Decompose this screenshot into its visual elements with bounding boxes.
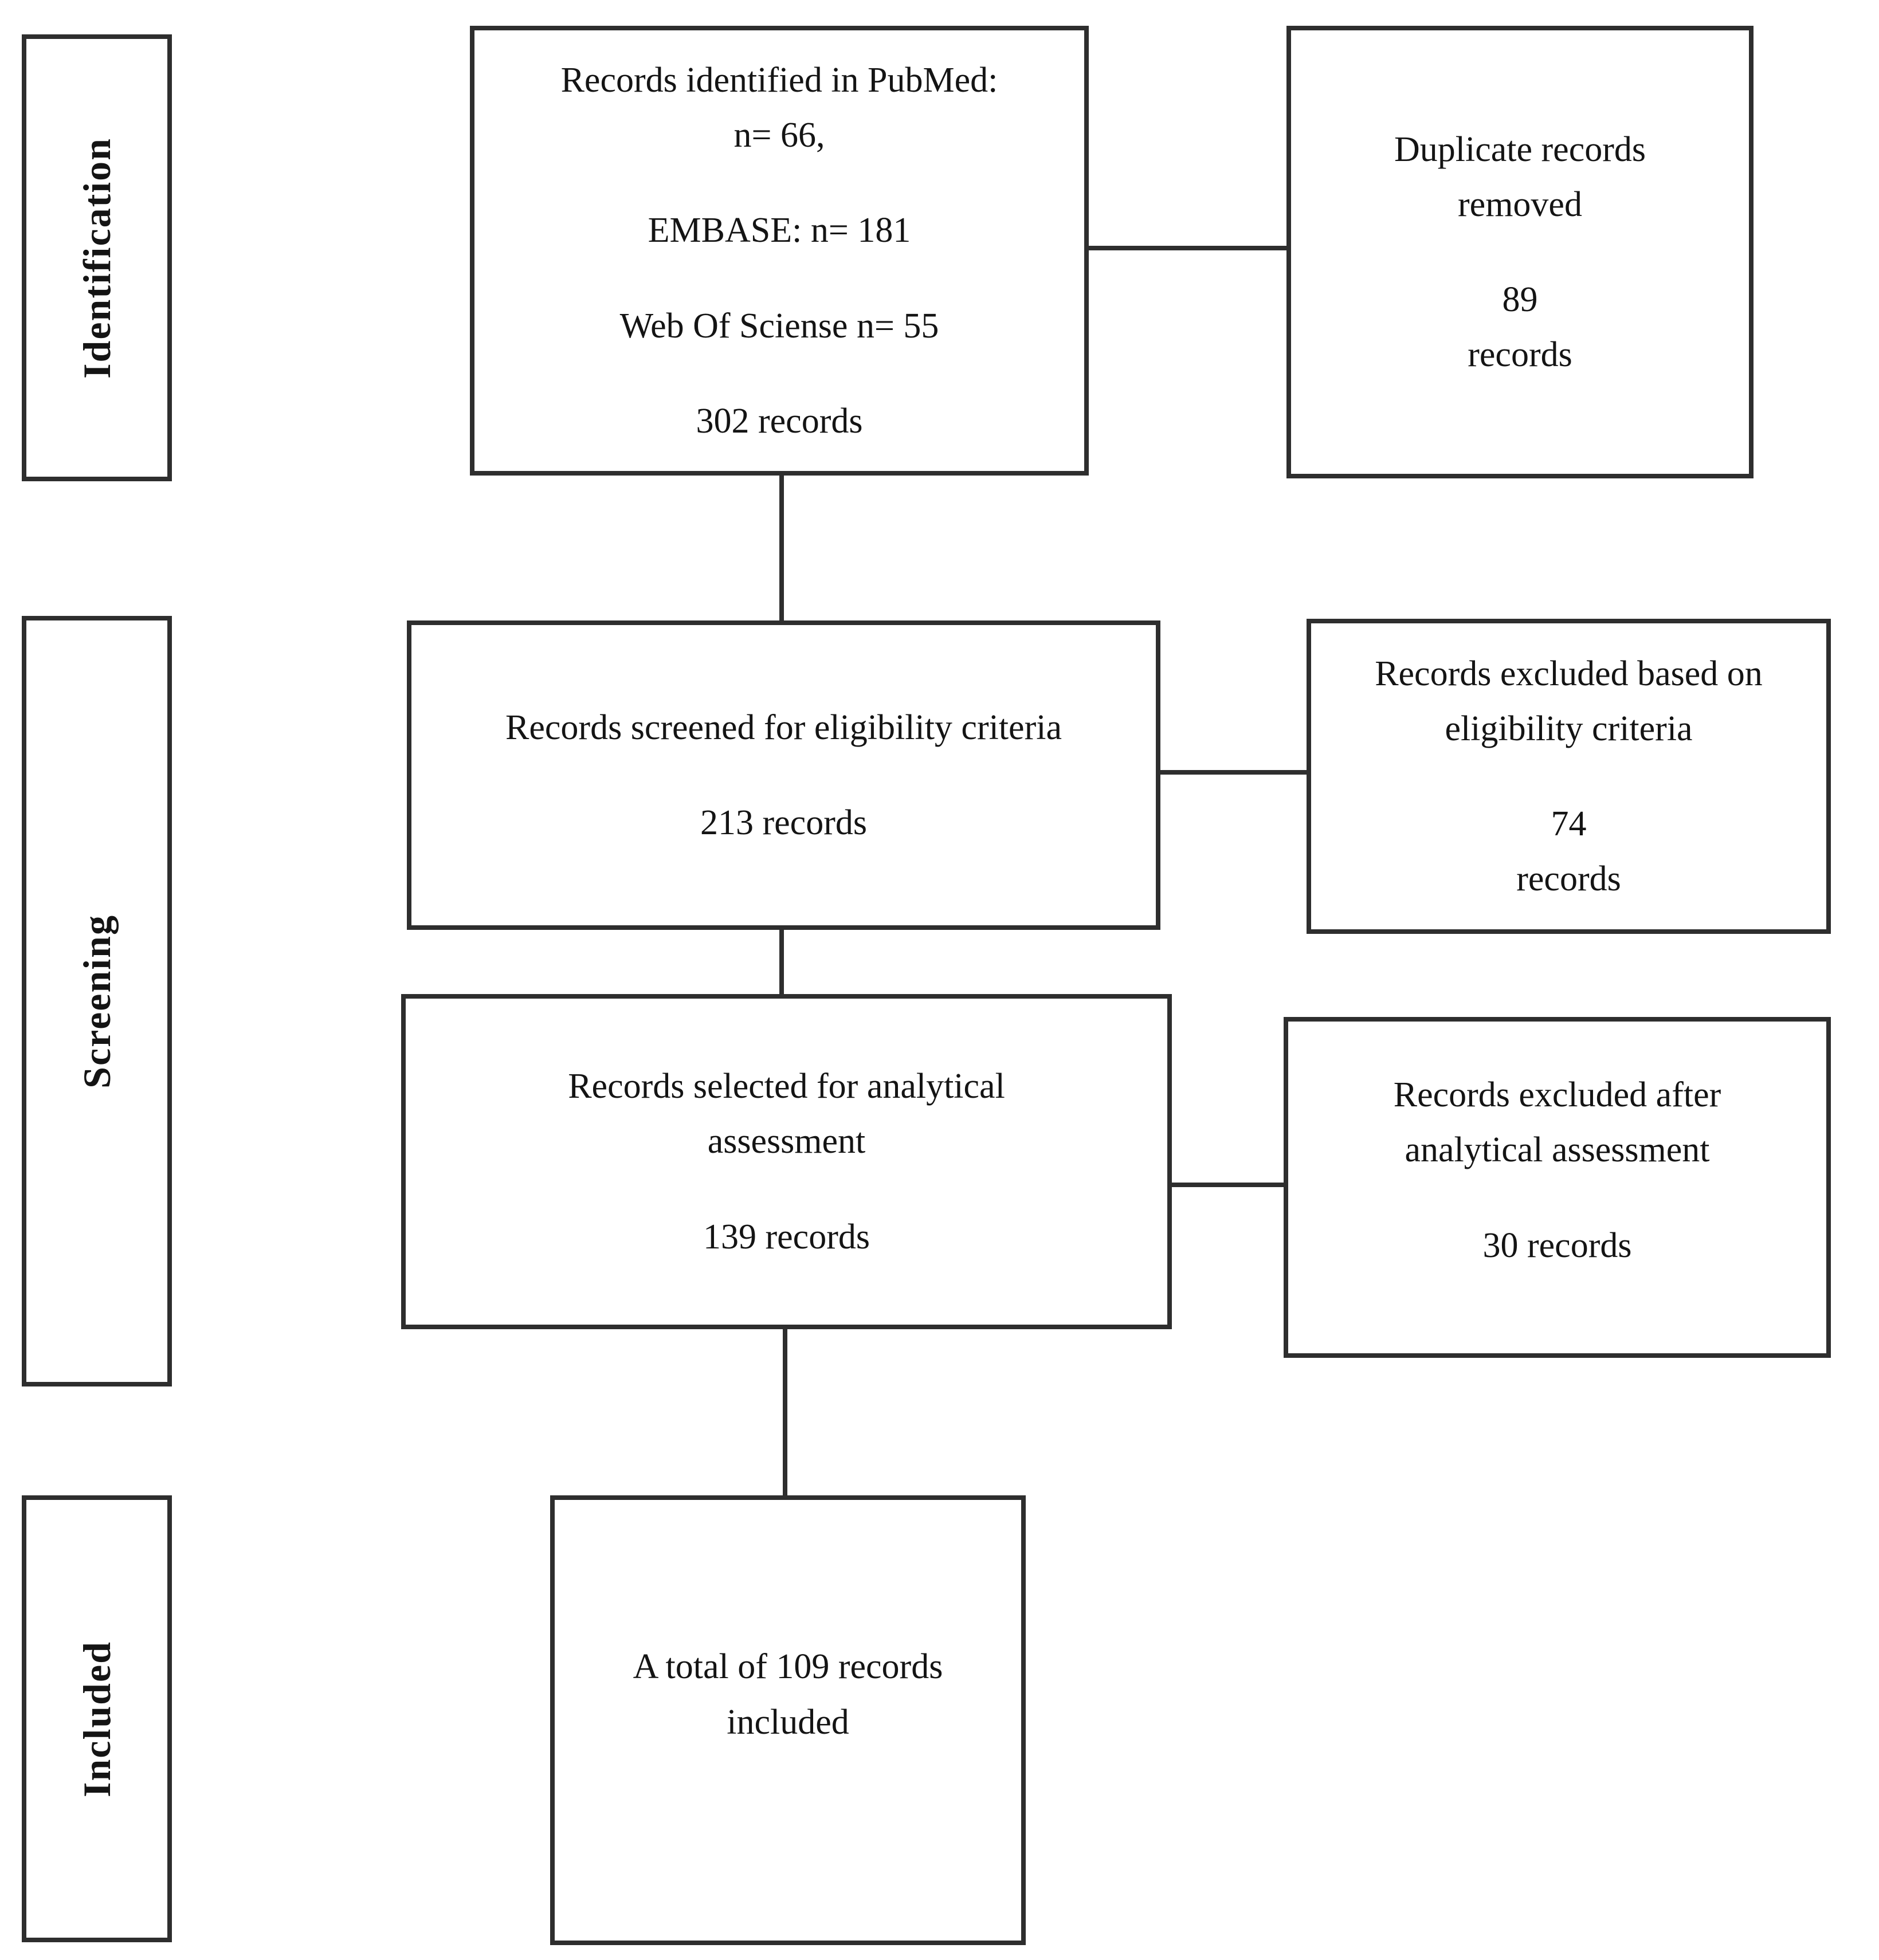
identified-source-web-of-science: Web Of Sciense n= 55 <box>619 306 939 345</box>
connector-identified-to-screened <box>779 474 784 622</box>
node-records-selected: Records selected for analytical assessme… <box>401 994 1172 1329</box>
node-records-identified: Records identified in PubMed: n= 66, EMB… <box>470 26 1089 476</box>
screened-title: Records screened for eligibility criteri… <box>505 708 1062 747</box>
selected-count: 139 records <box>703 1217 870 1256</box>
excluded-analytical-count: 30 records <box>1482 1226 1632 1265</box>
node-excluded-analytical: Records excluded after analytical assess… <box>1284 1017 1831 1358</box>
identified-source-pubmed-count: n= 66, <box>733 116 825 155</box>
stage-label-included: Included <box>74 1640 119 1797</box>
stage-box-included: Included <box>22 1495 172 1942</box>
identified-total-count: 302 records <box>696 401 863 441</box>
screened-count: 213 records <box>700 803 867 842</box>
connector-selected-to-included <box>783 1326 787 1496</box>
connector-screened-to-excluded-eligibility <box>1158 770 1310 775</box>
excluded-analytical-title: Records excluded after analytical assess… <box>1393 1075 1721 1170</box>
node-records-included: A total of 109 records included <box>550 1495 1026 1945</box>
duplicates-count: 89 <box>1502 280 1538 319</box>
connector-selected-to-excluded-analytical <box>1169 1183 1287 1187</box>
selected-title: Records selected for analytical assessme… <box>568 1067 1005 1161</box>
node-duplicates-removed: Duplicate records removed 89 records <box>1286 26 1754 478</box>
included-title: A total of 109 records included <box>633 1647 943 1742</box>
identified-source-embase: EMBASE: n= 181 <box>648 211 911 250</box>
connector-identified-to-duplicates <box>1086 246 1290 250</box>
stage-label-identification: Identification <box>74 137 119 379</box>
excluded-eligibility-count-unit: records <box>1516 859 1621 899</box>
connector-screened-to-selected <box>779 927 784 996</box>
excluded-eligibility-title: Records excluded based on eligibility cr… <box>1375 654 1763 748</box>
stage-box-identification: Identification <box>22 34 172 481</box>
excluded-eligibility-count: 74 <box>1551 804 1587 843</box>
stage-box-screening: Screening <box>22 616 172 1386</box>
duplicates-count-unit: records <box>1468 335 1572 375</box>
stage-label-screening: Screening <box>74 914 119 1089</box>
node-records-screened: Records screened for eligibility criteri… <box>407 620 1160 930</box>
excluded-eligibility-count-block: 74 records <box>1516 796 1621 906</box>
node-excluded-eligibility: Records excluded based on eligibility cr… <box>1307 619 1831 934</box>
identified-sources: Records identified in PubMed: n= 66, <box>561 53 998 163</box>
duplicates-count-block: 89 records <box>1468 272 1572 382</box>
identified-source-pubmed: Records identified in PubMed: <box>560 61 998 100</box>
duplicates-title: Duplicate records removed <box>1394 129 1646 224</box>
